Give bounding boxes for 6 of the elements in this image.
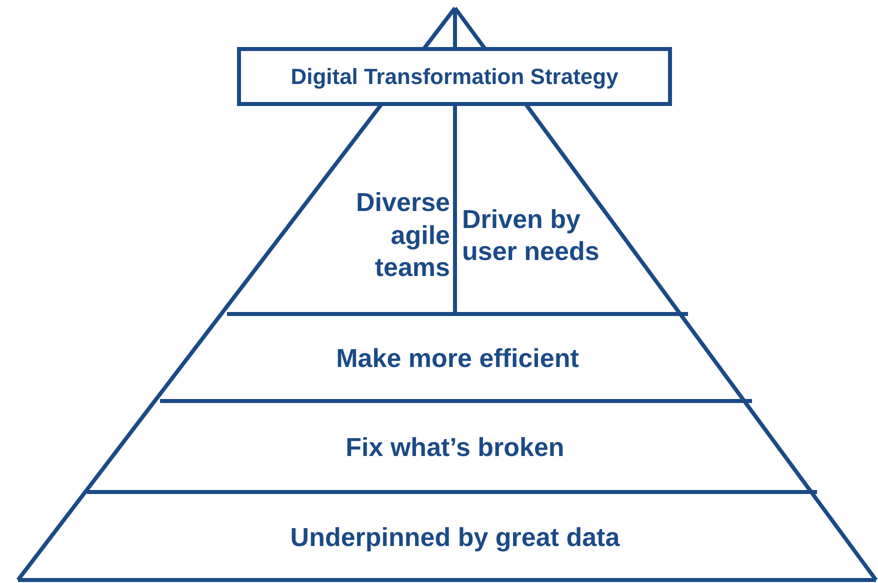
- layer-label: Diverse agile teams: [310, 180, 450, 290]
- layer-label: Driven by user needs: [462, 180, 602, 290]
- layer-label: Fix what’s broken: [160, 405, 750, 489]
- layer-label: Underpinned by great data: [90, 496, 820, 578]
- layer-label: Make more efficient: [230, 318, 685, 398]
- title-box: Digital Transformation Strategy: [237, 47, 672, 106]
